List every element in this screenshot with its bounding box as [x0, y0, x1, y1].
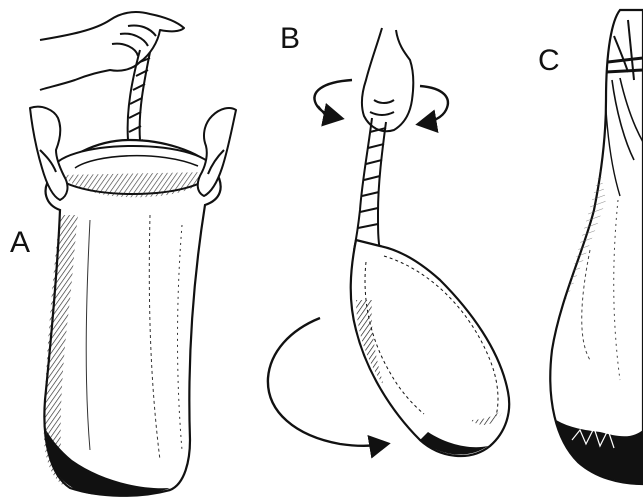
- panel-b-hand: [362, 28, 413, 131]
- panel-a-sack: [44, 140, 221, 496]
- panel-a-illustration: [30, 12, 236, 496]
- panel-label-c: C: [538, 46, 560, 76]
- panel-b-twisted-neck: [354, 118, 386, 250]
- panel-b-sack: [351, 240, 509, 456]
- panel-c-sack: [550, 10, 643, 484]
- panel-a-top-hand: [40, 12, 184, 90]
- panel-a-right-hand: [198, 108, 236, 196]
- panel-label-b: B: [280, 24, 300, 54]
- panel-b-illustration: [268, 28, 509, 456]
- panel-c-illustration: [550, 10, 643, 484]
- panel-label-a: A: [10, 228, 30, 258]
- panel-a-left-hand: [30, 107, 67, 200]
